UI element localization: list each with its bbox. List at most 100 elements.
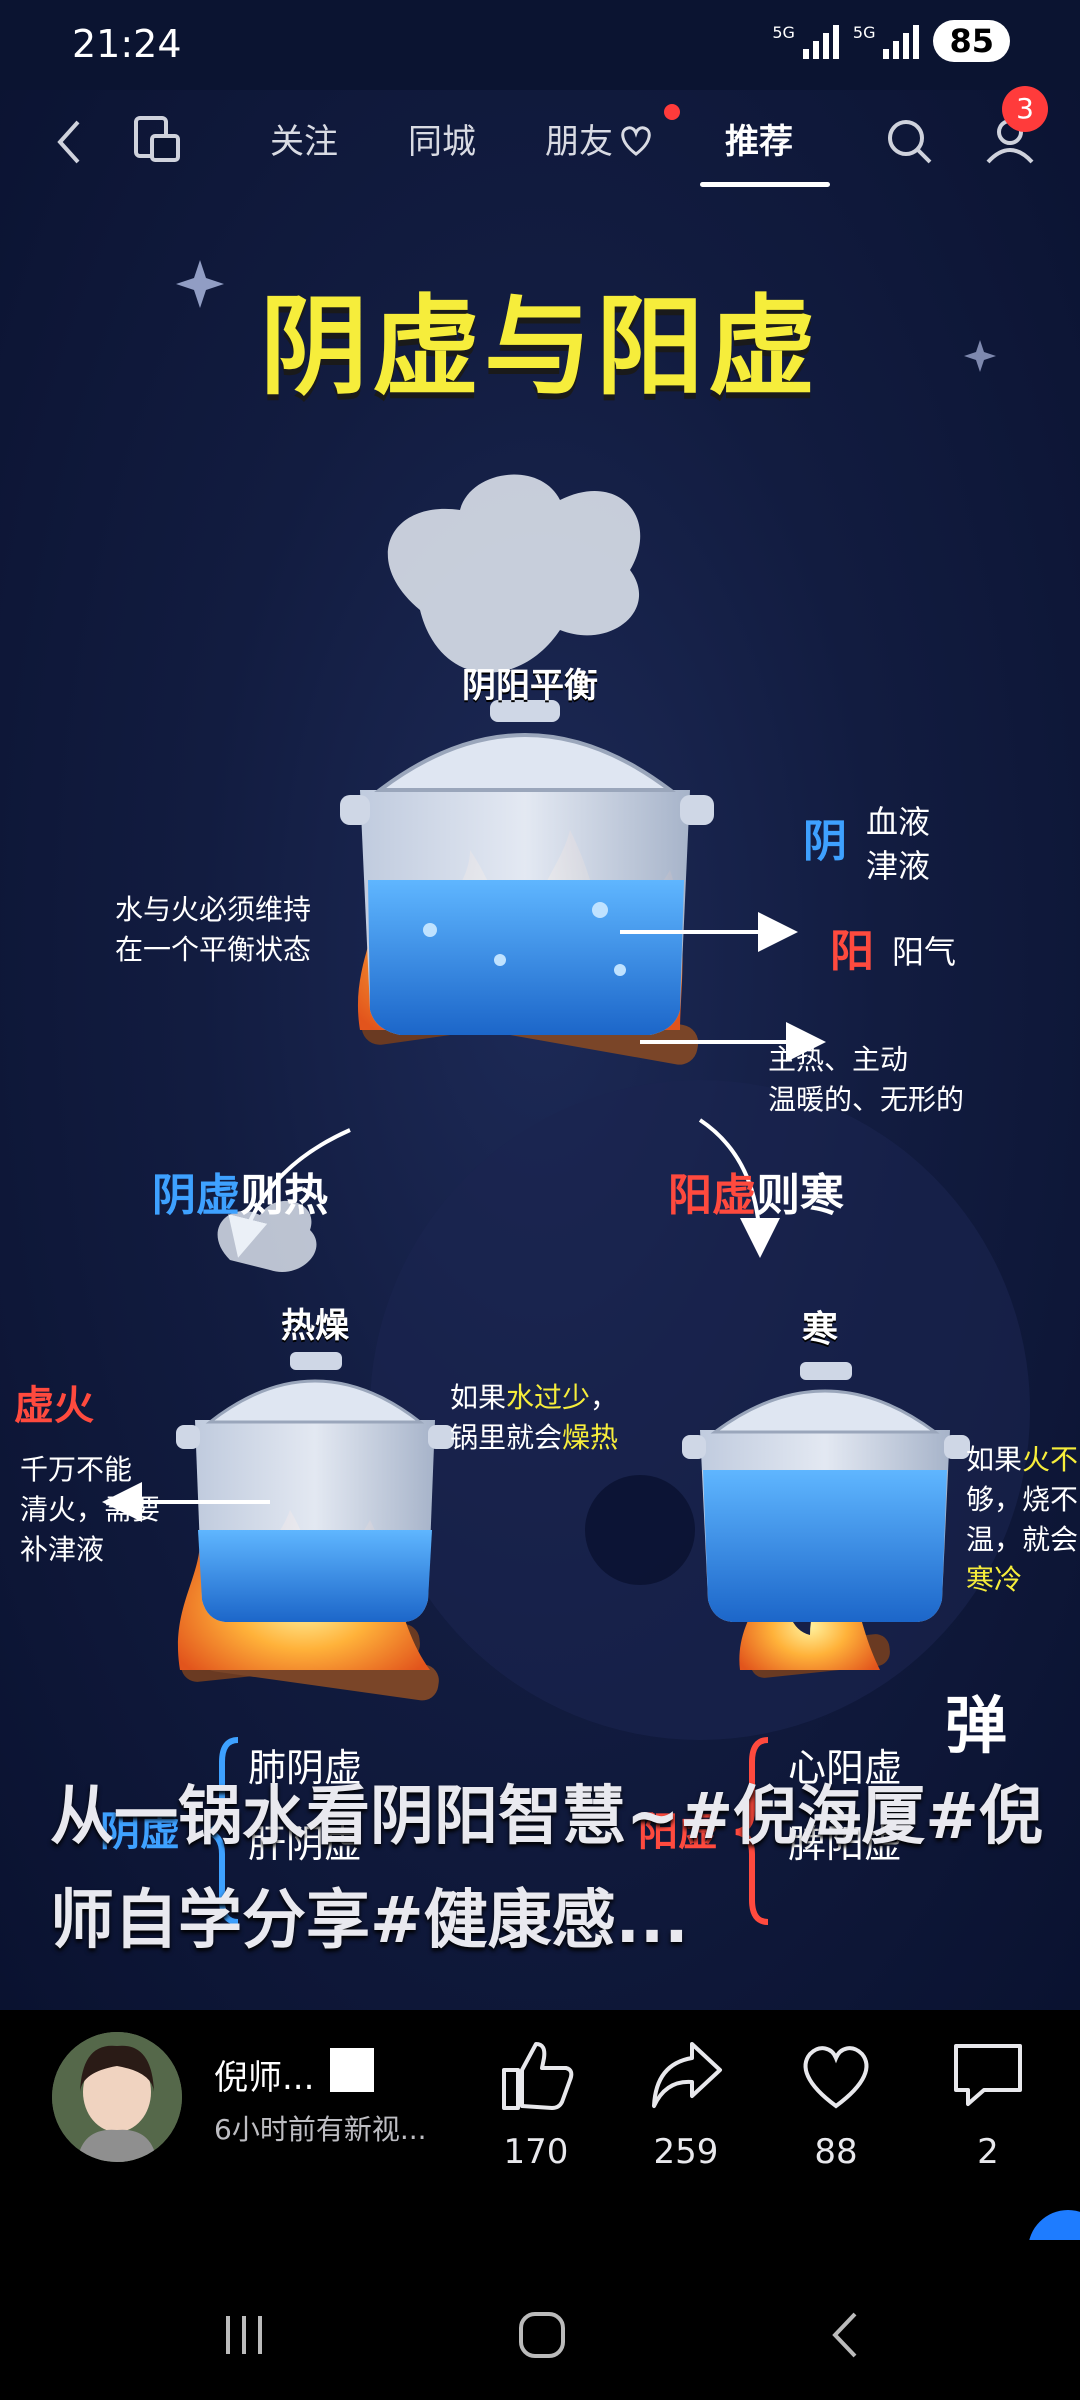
avatar-image: [52, 2032, 182, 2162]
yang-description: 阳气: [892, 933, 957, 971]
status-time: 21:24: [72, 22, 182, 66]
share-count: 259: [653, 2132, 719, 2172]
right-note-line1: 如果火不: [966, 1440, 1080, 1480]
recent-apps-icon[interactable]: [220, 2310, 270, 2360]
yang-xu-item: 脾阳虚: [788, 1822, 903, 1866]
network-type-2: 5G: [852, 23, 876, 42]
yang-xu-item: 心阳虚: [788, 1746, 903, 1790]
author-subtitle: 6小时前有新视...: [214, 2113, 427, 2146]
system-nav-bar: [0, 2240, 1080, 2400]
yang-def-part2: 则寒: [756, 1170, 844, 1221]
right-note-text: 如果: [966, 1443, 1023, 1476]
balance-note-line2: 在一个平衡状态: [115, 933, 312, 966]
like-button[interactable]: 170: [476, 2036, 596, 2172]
xu-huo-label: 虚火: [14, 1383, 94, 1429]
star-icon: [176, 260, 224, 308]
battery-indicator: 85: [933, 20, 1010, 62]
infographic-art: [102, 260, 1030, 1925]
favorite-button[interactable]: 88: [776, 2036, 896, 2172]
yin-desc-line2: 津液: [866, 847, 931, 885]
balance-note: 水与火必须维持 在一个平衡状态: [115, 890, 311, 970]
avatar[interactable]: [52, 2032, 182, 2162]
friends-new-dot: [664, 104, 680, 120]
like-count: 170: [503, 2132, 569, 2172]
middle-note: 如果水过少， 锅里就会燥热: [450, 1378, 618, 1458]
middle-note-line1: 如果水过少，: [450, 1378, 618, 1418]
tab-follow[interactable]: 关注: [270, 122, 338, 162]
right-note: 如果火不 够，烧不 温，就会 寒冷: [966, 1440, 1080, 1600]
left-pot-label: 热燥: [281, 1306, 349, 1346]
left-note-line2: 清火，需要: [20, 1493, 161, 1526]
yang-xu-list: 心阳虚 脾阳虚: [788, 1730, 902, 1882]
signal-icon: 5G: [772, 23, 839, 59]
star-icon: [964, 340, 996, 372]
comment-count: 2: [977, 2132, 999, 2172]
right-note-line2: 够，烧不: [966, 1483, 1079, 1516]
yang-traits: 主热、主动 温暖的、无形的: [768, 1040, 964, 1120]
status-bar: 21:24 5G 5G 85: [0, 0, 1080, 90]
top-pot-label: 阴阳平衡: [462, 666, 598, 706]
comment-bubble-icon: [954, 2044, 1022, 2106]
notification-badge: 3: [1002, 86, 1048, 132]
mid-note-highlight: 燥热: [562, 1421, 619, 1454]
home-icon[interactable]: [515, 2310, 569, 2360]
right-note-line3: 温，就会: [966, 1523, 1079, 1556]
yang-def-part1: 阳虚: [668, 1170, 756, 1221]
tab-recommended[interactable]: 推荐: [725, 122, 793, 162]
comment-button[interactable]: 2: [928, 2036, 1048, 2172]
yang-xu-brace: [735, 1737, 769, 1925]
infographic-title: 阴虚与阳虚: [259, 285, 820, 410]
balance-note-line1: 水与火必须维持: [115, 893, 312, 926]
top-nav: 关注 同城 朋友 推荐 3: [0, 86, 1080, 200]
left-note-line3: 补津液: [20, 1533, 105, 1566]
yang-traits-line2: 温暖的、无形的: [768, 1083, 965, 1116]
favorite-count: 88: [814, 2132, 858, 2172]
signal-icon: 5G: [853, 23, 920, 59]
video-action-bar: 倪师... 6小时前有新视... 170 259 88 2: [0, 2010, 1080, 2210]
middle-note-line2: 锅里就会燥热: [450, 1418, 618, 1458]
heart-icon: [621, 126, 651, 156]
yin-xu-item: 肺阴虚: [248, 1746, 363, 1790]
cold-pot: [682, 1362, 970, 1678]
author-name[interactable]: 倪师...: [214, 2058, 315, 2098]
mid-note-punct: ，: [590, 1381, 619, 1414]
hot-dry-pot: [176, 1200, 454, 1701]
mid-note-text: 锅里就会: [450, 1421, 563, 1454]
video-caption[interactable]: 从一锅水看阴阳智慧~#倪海厦#倪师自学分享#健康感...: [50, 1780, 1043, 1958]
yin-def-part1: 阴虚: [152, 1170, 240, 1221]
yang-label: 阳: [830, 926, 874, 977]
tab-friends[interactable]: 朋友: [545, 122, 613, 162]
danmu-toggle-icon[interactable]: 弹: [945, 1689, 1008, 1762]
yin-xu-brace: [205, 1737, 239, 1925]
yin-def-part2: 则热: [240, 1170, 328, 1221]
yin-xu-item: 肝阴虚: [248, 1822, 363, 1866]
right-note-highlight: 火不: [1022, 1443, 1079, 1476]
yin-xu-list: 肺阴虚 肝阴虚: [248, 1730, 362, 1882]
tab-nearby[interactable]: 同城: [408, 122, 476, 162]
network-type-1: 5G: [772, 23, 795, 42]
yin-label: 阴: [803, 816, 847, 867]
yin-deficiency-heading: 阴虚则热: [152, 1170, 328, 1222]
yin-xu-label: 阴虚: [100, 1809, 180, 1855]
yin-description: 血液 津液: [866, 800, 930, 888]
share-arrow-icon: [652, 2042, 722, 2108]
chevron-left-icon[interactable]: [48, 112, 88, 172]
yin-desc-line1: 血液: [866, 803, 931, 841]
left-note: 千万不能 清火，需要 补津液: [20, 1450, 160, 1570]
status-icons: 5G 5G 85: [772, 20, 1010, 62]
mid-note-text: 如果: [450, 1381, 507, 1414]
follow-button[interactable]: [330, 2048, 374, 2092]
right-pot-label: 寒: [801, 1309, 838, 1350]
curve-arrow-right: [698, 1118, 780, 1258]
video-stage[interactable]: 阴虚与阳虚 阴阳平衡 水与火必须维持 在一个平衡状态 阴 血液 津液 阳 阳气 …: [0, 90, 1080, 2010]
balanced-pot: [340, 474, 714, 1065]
thumbs-up-icon: [502, 2042, 574, 2110]
heart-outline-icon: [803, 2046, 869, 2109]
right-note-line4: 寒冷: [966, 1563, 1023, 1596]
multi-window-icon[interactable]: [128, 110, 188, 170]
back-nav-icon[interactable]: [825, 2310, 865, 2360]
share-button[interactable]: 259: [626, 2036, 746, 2172]
yang-xu-label: 阳虚: [638, 1809, 718, 1855]
search-icon[interactable]: [880, 112, 940, 172]
mid-note-highlight: 水过少: [506, 1381, 591, 1414]
